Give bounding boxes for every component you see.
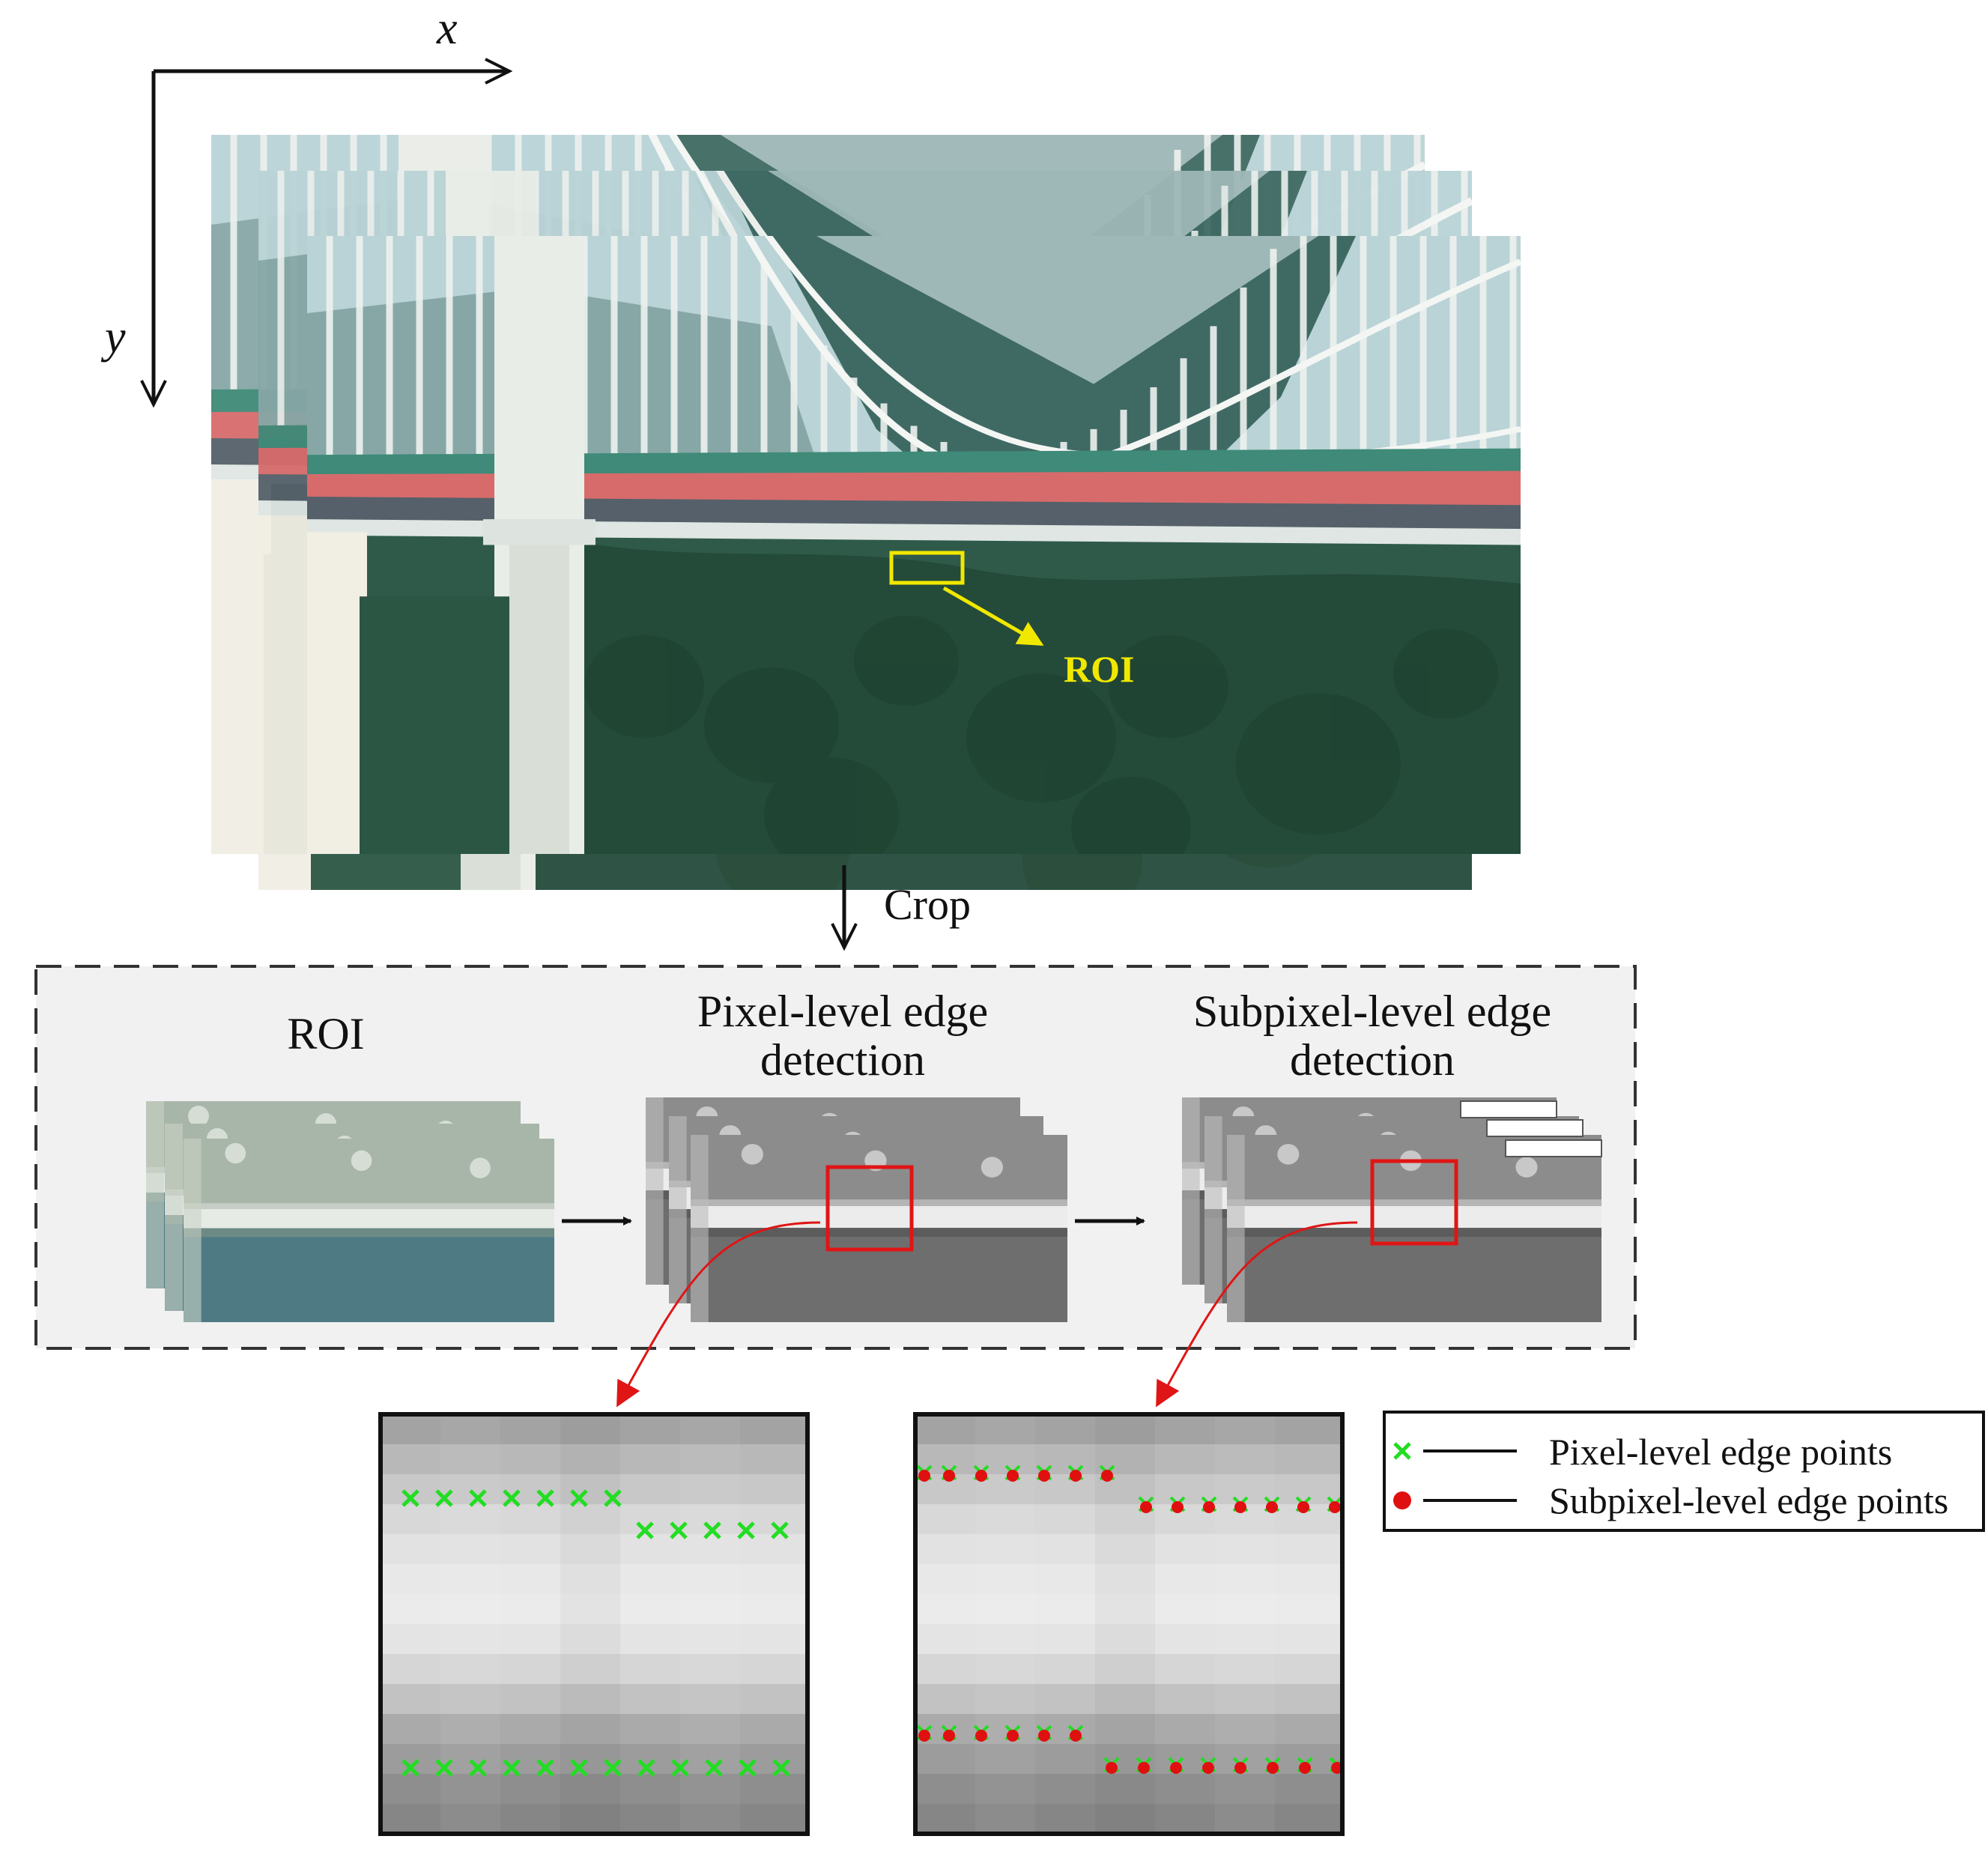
crop-label: Crop [884,880,971,929]
legend-subpixel-label: Subpixel-level edge points [1549,1479,1948,1521]
legend-item-subpixel: Subpixel-level edge points [1393,1479,1948,1521]
pixel-zoom-arrow [616,1221,821,1408]
mini-legend-front [1505,1139,1602,1157]
roi-arrow [942,586,1044,646]
stage-pixel-title-line1: Pixel-level edge [697,987,988,1036]
legend-item-pixel: Pixel-level edge points [1395,1431,1892,1473]
pixel-zoom-box [825,1165,914,1252]
x-axis-label: x [436,3,458,54]
roi-box [889,551,965,585]
subpixel-zoom-box [1370,1159,1458,1246]
stage-subpixel-title-line1: Subpixel-level edge [1193,987,1551,1036]
legend-dot-icon [1393,1491,1411,1509]
roi-label: ROI [1064,648,1134,690]
stage-roi-title: ROI [287,1009,364,1058]
y-axis-label: y [100,312,126,363]
legend-pixel-label: Pixel-level edge points [1549,1431,1892,1473]
subpixel-zoom-arrow [1156,1221,1358,1408]
legend: Pixel-level edge points Subpixel-level e… [1383,1411,1985,1532]
pixel-edge-image-stack [646,1097,1067,1322]
coordinate-axes: x y [100,3,509,405]
stage-pixel-title-line2: detection [760,1035,925,1085]
pixel-zoom-panel [378,1412,810,1836]
subpixel-zoom-panel [913,1412,1345,1836]
subpixel-edge-image-stack [1182,1097,1602,1322]
mini-legend-middle [1486,1119,1584,1137]
mini-legend-back [1460,1100,1557,1118]
stage-subpixel-title-line2: detection [1290,1035,1455,1085]
legend-box [1383,1411,1985,1532]
bridge-frame-front [307,197,1521,879]
bridge-image-stack: ROI [211,90,1521,920]
crop-step: Crop [844,865,971,948]
roi-image-stack [146,1101,554,1322]
